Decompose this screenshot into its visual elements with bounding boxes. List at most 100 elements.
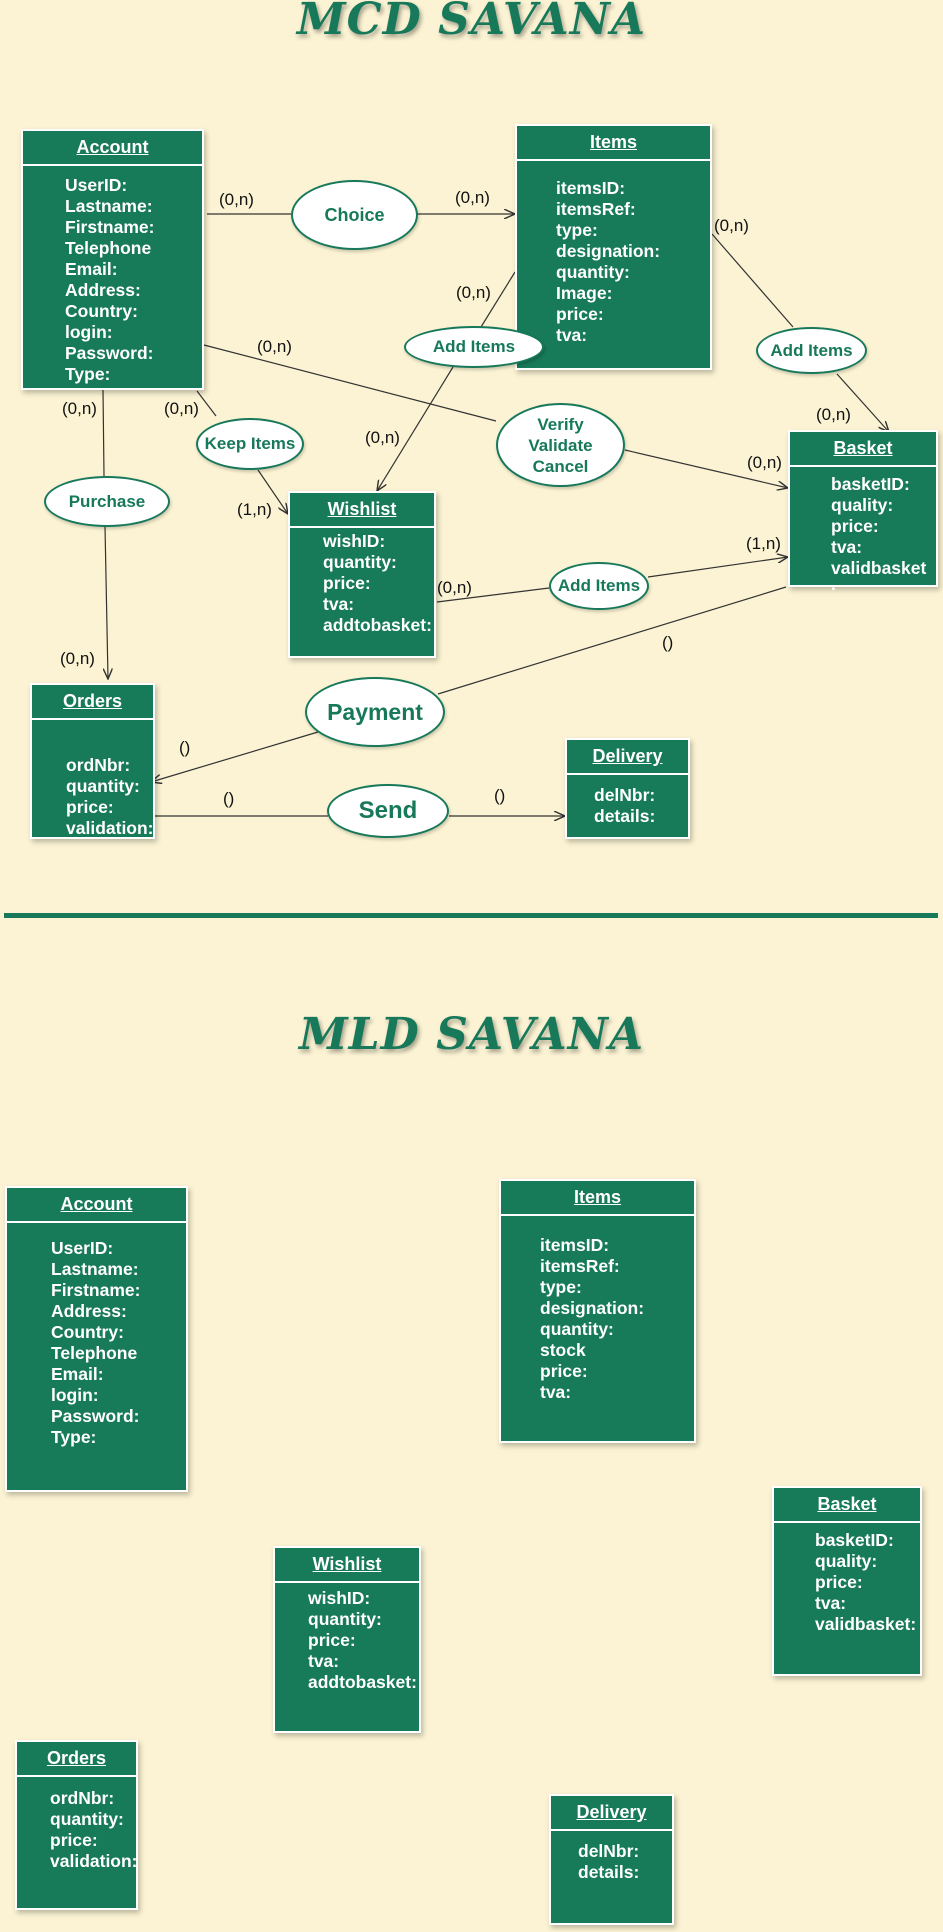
field: quantity: xyxy=(50,1809,124,1829)
relation-keep-items: Keep Items xyxy=(196,418,304,470)
entity-title: Items xyxy=(501,1181,694,1216)
cardinality: (0,n) xyxy=(437,578,472,597)
field: ordNbr: xyxy=(50,1788,115,1808)
edge-wishlist-additems3 xyxy=(436,587,550,603)
edge-additems-wishlist xyxy=(377,366,454,491)
relation-send: Send xyxy=(327,784,449,838)
edge-account-purchase xyxy=(102,389,105,477)
mld-entity-account: Account UserID: Lastname: Firstname: Add… xyxy=(5,1186,188,1492)
field: details: xyxy=(594,806,656,826)
field: delNbr: xyxy=(578,1841,640,1861)
field: price: xyxy=(50,1830,98,1850)
mcd-entity-wishlist: Wishlist wishID: quantity: price: tva: a… xyxy=(288,491,436,658)
relation-purchase: Purchase xyxy=(44,476,170,527)
field: Lastname: xyxy=(65,196,153,216)
cardinality: (0,n) xyxy=(816,405,851,424)
edge-keepitems-wishlist xyxy=(257,469,288,514)
relation-add-items: Add Items xyxy=(404,326,544,368)
field: type: xyxy=(540,1277,582,1297)
field: ordNbr: xyxy=(66,755,131,775)
cardinality: (0,n) xyxy=(164,399,199,418)
relation-payment: Payment xyxy=(305,677,445,747)
cardinality: (0,n) xyxy=(62,399,97,418)
mcd-entity-basket: Basket basketID: quality: price: tva: va… xyxy=(788,430,938,594)
field: wishID: xyxy=(308,1588,371,1608)
field: basketID: xyxy=(815,1530,894,1550)
field: Telephone xyxy=(51,1343,138,1363)
field: Country: xyxy=(65,301,138,321)
cardinality: (0,n) xyxy=(456,283,491,302)
field: tva: xyxy=(815,1593,847,1613)
mcd-entity-delivery: Delivery delNbr: details: xyxy=(565,738,690,839)
field: designation: xyxy=(540,1298,645,1318)
mld-entity-wishlist: Wishlist wishID: quantity: price: tva: a… xyxy=(273,1546,421,1733)
field: . xyxy=(831,574,836,594)
mcd-entity-orders: Orders ordNbr: quantity: price: validati… xyxy=(30,683,155,839)
field: quantity: xyxy=(66,776,140,796)
relation-line: Validate xyxy=(528,435,593,455)
field: stock xyxy=(540,1340,586,1360)
field: addtobasket: xyxy=(308,1672,417,1692)
field: validation: xyxy=(50,1851,138,1871)
field: price: xyxy=(831,516,879,536)
entity-title: Orders xyxy=(32,685,153,720)
mld-entity-delivery: Delivery delNbr: details: xyxy=(549,1794,674,1925)
field: tva: xyxy=(831,537,863,557)
cardinality: (0,n) xyxy=(747,453,782,472)
field: addtobasket: xyxy=(323,615,432,635)
field: quantity: xyxy=(556,262,630,282)
field: itemsRef: xyxy=(540,1256,620,1276)
cardinality: (1,n) xyxy=(746,534,781,553)
field: login: xyxy=(65,322,113,342)
cardinality: (0,n) xyxy=(455,188,490,207)
field: quantity: xyxy=(308,1609,382,1629)
relation-line: Verify xyxy=(537,414,584,434)
edge-items-additems2 xyxy=(711,233,794,328)
edge-items-additems xyxy=(480,271,516,328)
edge-additems3-basket xyxy=(647,557,788,578)
edge-verify-basket xyxy=(624,449,788,488)
field: Country: xyxy=(51,1322,124,1342)
field: Address: xyxy=(51,1301,127,1321)
field: Type: xyxy=(65,364,111,384)
field: type: xyxy=(556,220,598,240)
edge-additems2-basket xyxy=(836,373,889,432)
mcd-entity-account: Account UserID: Lastname: Firstname: Tel… xyxy=(21,129,204,390)
field: price: xyxy=(540,1361,588,1381)
field: designation: xyxy=(556,241,661,261)
field: tva: xyxy=(540,1382,572,1402)
cardinality: (0,n) xyxy=(257,337,292,356)
mld-title: MLD SAVANA xyxy=(298,1009,645,1060)
field: price: xyxy=(66,797,114,817)
entity-title: Orders xyxy=(17,1742,136,1777)
field: Firstname: xyxy=(51,1280,141,1300)
field: Email: xyxy=(51,1364,104,1384)
field: UserID: xyxy=(51,1238,114,1258)
field: delNbr: xyxy=(594,785,656,805)
cardinality: () xyxy=(662,633,674,652)
entity-title: Basket xyxy=(790,432,936,467)
field: price: xyxy=(815,1572,863,1592)
field: quality: xyxy=(831,495,894,515)
field: validbasket xyxy=(831,558,927,578)
cardinality: () xyxy=(223,789,235,808)
field: validbasket: xyxy=(815,1614,917,1634)
field: tva: xyxy=(323,594,355,614)
entity-title: Items xyxy=(517,126,710,161)
mcd-title: MCD SAVANA xyxy=(296,0,647,45)
cardinality: () xyxy=(494,786,506,805)
cardinality: (0,n) xyxy=(60,649,95,668)
field: Telephone xyxy=(65,238,152,258)
field: tva: xyxy=(556,325,588,345)
entity-title: Account xyxy=(23,131,202,166)
field: validation: xyxy=(66,818,154,838)
edge-purchase-orders xyxy=(105,525,108,679)
entity-title: Delivery xyxy=(567,740,688,775)
field: Password: xyxy=(65,343,154,363)
field: wishID: xyxy=(323,531,386,551)
field: details: xyxy=(578,1862,640,1882)
field: Password: xyxy=(51,1406,140,1426)
entity-title: Wishlist xyxy=(275,1548,419,1583)
field: Firstname: xyxy=(65,217,155,237)
mld-entity-basket: Basket basketID: quality: price: tva: va… xyxy=(772,1486,922,1676)
